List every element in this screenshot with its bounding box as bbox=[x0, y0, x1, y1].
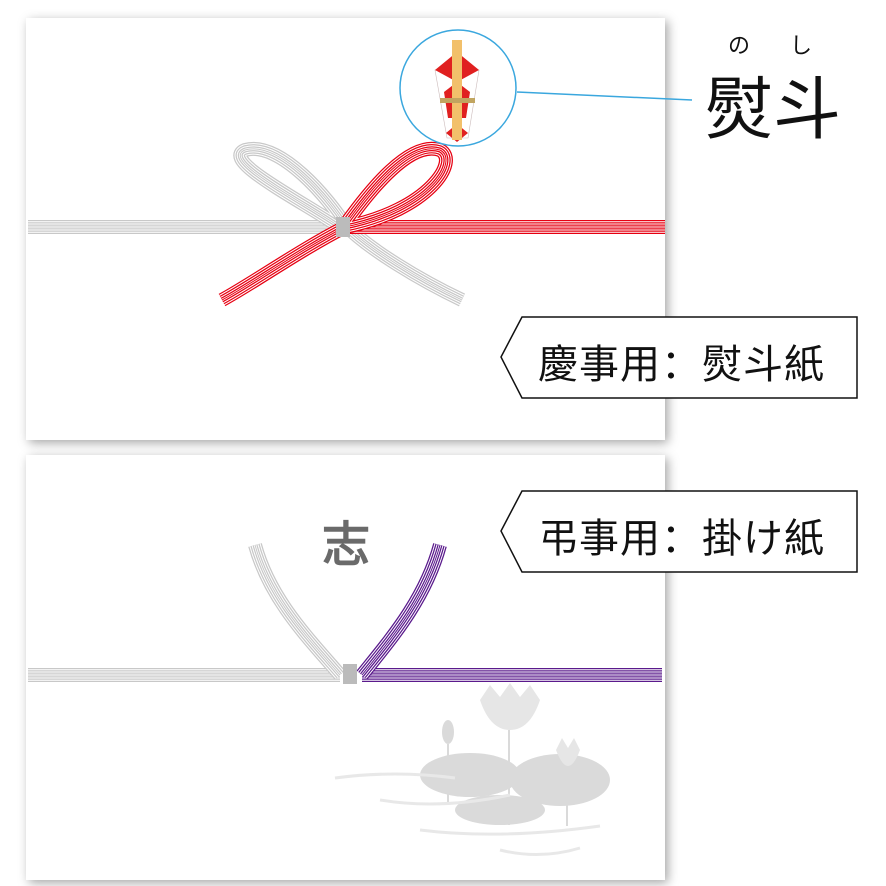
condolence-label: 弔事用：掛け紙 bbox=[500, 490, 858, 573]
noshi-title: 熨斗 bbox=[705, 71, 842, 150]
silver-loop bbox=[233, 141, 466, 307]
silver-end-up bbox=[248, 543, 346, 680]
celebration-label: 慶事用：熨斗紙 bbox=[500, 316, 858, 399]
red-loop bbox=[218, 141, 453, 307]
callout-line bbox=[516, 91, 693, 101]
noshi-furigana: のし bbox=[728, 34, 853, 59]
lotus-illustration bbox=[334, 683, 610, 856]
knot bbox=[336, 217, 350, 237]
celebration-label-text: 慶事用：熨斗紙 bbox=[538, 342, 825, 388]
knot-2 bbox=[343, 664, 357, 684]
purple-end-up bbox=[356, 543, 447, 680]
noshi-icon bbox=[434, 40, 480, 142]
condolence-inscription: 志 bbox=[322, 517, 371, 573]
condolence-label-text: 弔事用：掛け紙 bbox=[538, 516, 825, 562]
